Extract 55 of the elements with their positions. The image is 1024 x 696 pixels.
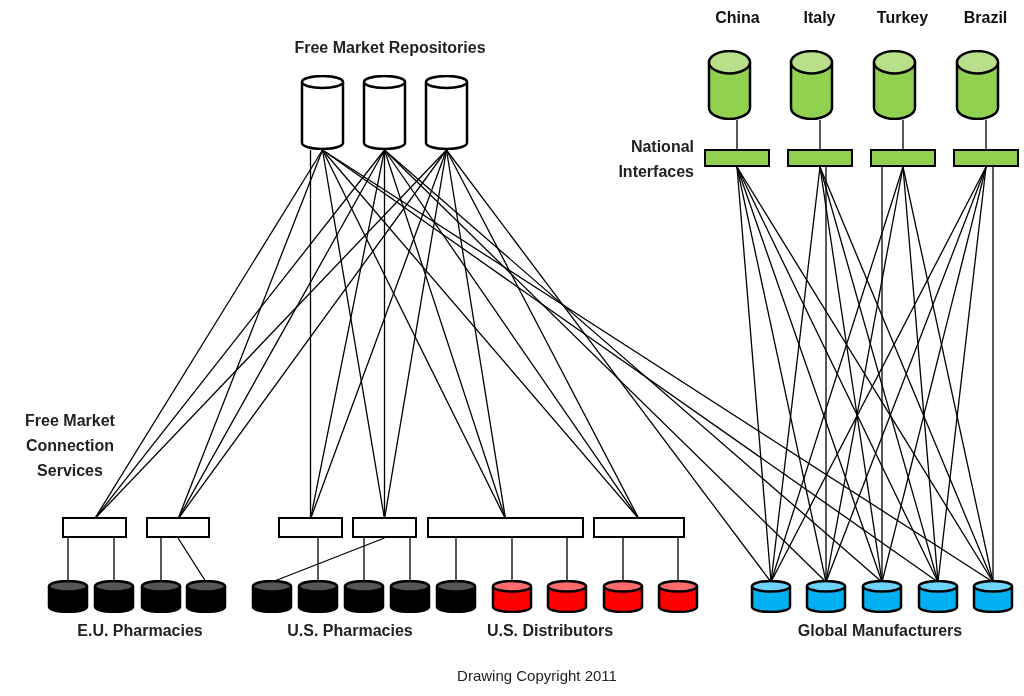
connector-line [93, 149, 448, 520]
connector-line [455, 537, 457, 583]
interface-bar [62, 517, 127, 538]
connector-line [937, 166, 987, 583]
connector-line [736, 119, 738, 152]
connector-line [363, 537, 365, 583]
connector-line [67, 537, 69, 583]
group-label: Free Market Connection Services [24, 411, 116, 481]
interface-bar [593, 517, 685, 538]
group-label: E.U. Pharmacies [76, 621, 204, 641]
interface-bar [278, 517, 343, 538]
connector-line [736, 166, 939, 583]
connector-line [985, 119, 987, 152]
group-label: National Interfaces [617, 137, 694, 182]
interface-bar [352, 517, 417, 538]
connector-line [177, 537, 207, 583]
connector-line [177, 149, 324, 520]
connector-line [309, 149, 448, 520]
connector-line [113, 537, 115, 583]
connector-line [383, 149, 448, 520]
country-heading: Turkey [875, 8, 930, 28]
connector-line [770, 166, 987, 583]
group-label: Global Manufacturers [796, 621, 964, 641]
interface-bar [953, 149, 1019, 167]
country-heading: Italy [802, 8, 837, 28]
country-heading: Brazil [962, 8, 1009, 28]
connector-line [736, 166, 772, 583]
connector-line [93, 149, 324, 520]
connector-line [177, 149, 448, 520]
connector-line [736, 166, 883, 583]
interface-bar [787, 149, 853, 167]
connector-line [566, 537, 568, 583]
connector-line [445, 149, 507, 520]
group-label: U.S. Pharmacies [286, 621, 414, 641]
connector-line [383, 149, 640, 520]
connector-line [902, 119, 904, 152]
connector-line [445, 149, 640, 520]
interface-bar [704, 149, 770, 167]
copyright-note: Drawing Copyright 2011 [456, 666, 618, 686]
interface-bar [870, 149, 936, 167]
connector-line [992, 166, 994, 583]
connector-line [445, 149, 772, 583]
interface-bar [427, 517, 584, 538]
group-label: U.S. Distributors [485, 621, 615, 641]
connector-line [321, 149, 386, 520]
connector-line [317, 537, 319, 583]
group-label: Free Market Repositories [293, 38, 487, 58]
connector-line [819, 119, 821, 152]
connector-line [622, 537, 624, 583]
interface-bar [146, 517, 210, 538]
connector-line [409, 537, 411, 583]
connector-line [160, 537, 162, 583]
country-heading: China [714, 8, 761, 28]
connector-line [511, 537, 513, 583]
connector-line [677, 537, 679, 583]
